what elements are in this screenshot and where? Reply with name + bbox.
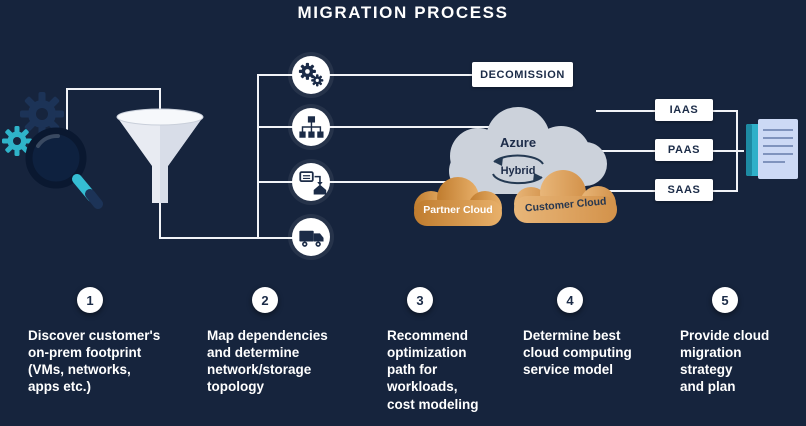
page-title: MIGRATION PROCESS [297, 3, 509, 22]
connector-line [596, 110, 655, 112]
connector-line [713, 150, 744, 152]
storage-migration-icon [299, 171, 327, 195]
step-text-4: Determine best cloud computing service m… [523, 328, 632, 378]
connector-line [329, 74, 472, 76]
step-number-5: 5 [712, 287, 738, 313]
step-number-1: 1 [77, 287, 103, 313]
service-model-iaas: IAAS [655, 99, 713, 121]
step-number-3: 3 [407, 287, 433, 313]
azure-cloud-shape [449, 107, 607, 194]
magnifier-gears-icon [2, 92, 103, 209]
truck-icon [299, 230, 324, 247]
step-text-2: Map dependencies and determine network/s… [207, 328, 328, 395]
step-text-5: Provide cloud migration strategy and pla… [680, 328, 770, 395]
process-node-automation [292, 56, 330, 94]
partner-cloud-shape [414, 177, 502, 226]
hybrid-cloud-graphic: Azure Hybrid Partner Cloud Customer Clou… [414, 107, 617, 226]
service-model-saas: SAAS [655, 179, 713, 201]
connector-line [159, 88, 161, 110]
connector-line [66, 88, 68, 135]
hybrid-label: Hybrid [501, 165, 536, 177]
decommission-label: DECOMISSION [472, 62, 573, 87]
connector-line [713, 190, 737, 192]
customer-cloud-shape [514, 170, 617, 223]
connector-line [329, 126, 500, 128]
connector-line [159, 200, 161, 239]
connector-line [159, 237, 293, 239]
partner-cloud-label: Partner Cloud [423, 204, 492, 216]
gears-icon [298, 62, 324, 87]
step-number-4: 4 [557, 287, 583, 313]
process-node-optimization [292, 163, 330, 201]
funnel-icon [116, 108, 204, 203]
connector-line [257, 74, 259, 239]
service-model-paas: PAAS [655, 139, 713, 161]
connector-line [329, 181, 464, 183]
topology-icon [299, 116, 324, 138]
connector-line [713, 110, 737, 112]
azure-label: Azure [500, 135, 536, 150]
documents-icon [746, 119, 798, 179]
step-text-3: Recommend optimization path for workload… [387, 328, 479, 412]
step-text-1: Discover customer's on-prem footprint (V… [28, 328, 161, 395]
connector-line [736, 110, 738, 192]
connector-line [257, 181, 293, 183]
process-node-migration [292, 218, 330, 256]
connector-line [600, 150, 655, 152]
connector-line [257, 74, 293, 76]
hybrid-cycle-arrows-icon [492, 154, 544, 185]
step-number-2: 2 [252, 287, 278, 313]
connector-line [66, 88, 161, 90]
process-node-topology [292, 108, 330, 146]
connector-line [596, 190, 655, 192]
connector-line [257, 126, 293, 128]
